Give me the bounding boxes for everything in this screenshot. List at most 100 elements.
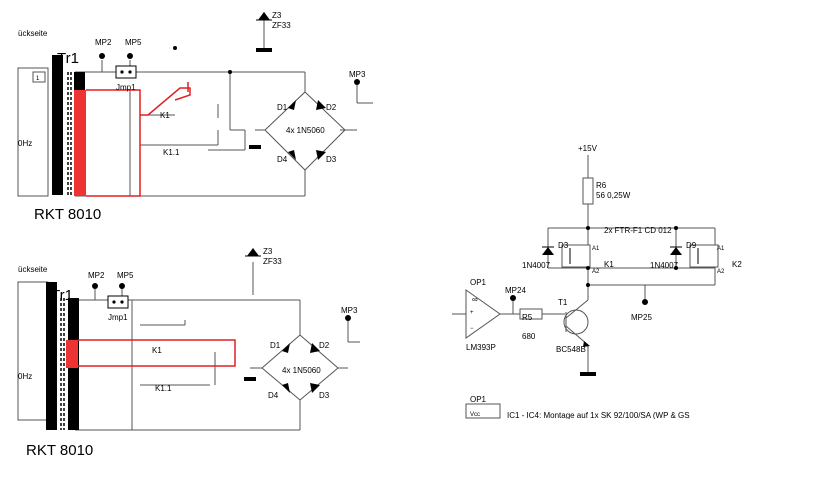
- svg-text:+: +: [470, 310, 474, 316]
- r5-name: R5: [522, 313, 533, 322]
- d3-label: D3: [558, 241, 569, 250]
- t1-transistor: [563, 309, 589, 335]
- top-pin-box: [32, 71, 46, 83]
- bottom-freq-label: 0Hz: [18, 372, 32, 381]
- top-red-path: [86, 89, 141, 197]
- t1-type: BC548B: [556, 345, 586, 354]
- top-bridge-label: 4x 1N5060: [286, 126, 325, 135]
- svg-text:−: −: [470, 326, 474, 332]
- top-freq-label: 0Hz: [18, 139, 32, 148]
- k1-a1-label: A1: [592, 246, 600, 252]
- bottom-connector-box: [17, 281, 49, 421]
- top-transformer-label: Tr1: [57, 50, 79, 67]
- top-mp5-point: [127, 53, 133, 59]
- bottom-transformer-primary: [46, 282, 57, 430]
- bottom-d1-label: D1: [270, 341, 281, 350]
- bottom-k11-label: K1.1: [155, 384, 172, 393]
- bottom-zener-icon: [247, 248, 259, 256]
- d3-diode-icon: [542, 247, 554, 255]
- bottom-zener-type: ZF33: [263, 257, 282, 266]
- op1b-label: OP1: [470, 395, 487, 404]
- top-caption: RKT 8010: [34, 206, 101, 223]
- top-zener-type: ZF33: [272, 21, 291, 30]
- bottom-red-path: [78, 339, 236, 367]
- relay-type: 2x FTR-F1 CD 012: [604, 226, 672, 235]
- bottom-mp5-point: [119, 283, 125, 289]
- top-pin1-label: 1: [36, 76, 40, 82]
- top-mp2-point: [99, 53, 105, 59]
- op1-bottom-box: [465, 403, 501, 419]
- bottom-red-winding: [66, 340, 78, 368]
- top-connector-box: [17, 67, 49, 197]
- top-transformer-primary: [52, 55, 63, 195]
- k1-relay-coil: [561, 244, 591, 268]
- top-rueckseite-label: ückseite: [18, 29, 48, 38]
- op1-label: OP1: [470, 278, 487, 287]
- bottom-jumper: [107, 295, 129, 309]
- bottom-d2-label: D2: [319, 341, 330, 350]
- r6-resistor: [582, 177, 594, 205]
- supply-label: +15V: [578, 144, 598, 153]
- d3-type: 1N4007: [522, 261, 551, 270]
- top-k11-label: K1.1: [163, 148, 180, 157]
- top-zener-icon: [258, 12, 270, 20]
- bottom-bridge-outline: [261, 334, 339, 401]
- bottom-jumper-label: Jmp1: [108, 313, 128, 322]
- top-d3-label: D3: [326, 155, 337, 164]
- right-circuit: [452, 155, 719, 419]
- bottom-k1-label: K1: [152, 346, 162, 355]
- k1-label: K1: [604, 260, 614, 269]
- top-mp5-label: MP5: [125, 38, 142, 47]
- bottom-labels: ückseite Tr1 0Hz MP2 MP5 Jmp1 Z3 ZF33 MP…: [18, 247, 358, 459]
- d9-diode-icon: [670, 247, 682, 255]
- top-zener-name: Z3: [272, 11, 282, 20]
- top-red-winding: [74, 90, 86, 196]
- bottom-mp3-point: [345, 315, 351, 321]
- top-d4-label: D4: [277, 155, 288, 164]
- bottom-mp2-label: MP2: [88, 271, 105, 280]
- k1-a2-label: A2: [592, 269, 600, 275]
- d9-label: D9: [686, 241, 697, 250]
- r5-value: 680: [522, 332, 536, 341]
- bottom-d4-label: D4: [268, 391, 279, 400]
- top-circuit: [17, 12, 373, 197]
- d9-type: 1N4007: [650, 261, 679, 270]
- bottom-mp3-label: MP3: [341, 306, 358, 315]
- r6-name: R6: [596, 181, 607, 190]
- t1-label: T1: [558, 298, 568, 307]
- top-mp3-label: MP3: [349, 70, 366, 79]
- k2-a2-label: A2: [717, 269, 725, 275]
- top-bridge-outline: [264, 91, 346, 171]
- k2-relay-coil: [689, 244, 719, 268]
- k2-a1-label: A1: [717, 246, 725, 252]
- mounting-note: IC1 - IC4: Montage auf 1x SK 92/100/SA (…: [507, 411, 690, 420]
- top-labels: ückseite Tr1 1 0Hz MP2 MP5 Jmp1 Z3 ZF33 …: [18, 11, 366, 223]
- bottom-caption: RKT 8010: [26, 442, 93, 459]
- top-jumper: [115, 65, 137, 79]
- top-d1-label: D1: [277, 103, 288, 112]
- right-labels: +15V R6 56 0,25W 2x FTR-F1 CD 012 D3 1N4…: [466, 144, 742, 420]
- mp24-point: [510, 295, 516, 301]
- mp25-label: MP25: [631, 313, 652, 322]
- bottom-mp2-point: [92, 283, 98, 289]
- bottom-mp5-label: MP5: [117, 271, 134, 280]
- ground-symbol: [580, 372, 596, 376]
- k2-label: K2: [732, 260, 742, 269]
- bottom-bridge-label: 4x 1N5060: [282, 366, 321, 375]
- bottom-transformer-label: Tr1: [51, 287, 73, 304]
- op1-symbol-text: ∞: [472, 295, 478, 304]
- top-mp2-label: MP2: [95, 38, 112, 47]
- bottom-zener-name: Z3: [263, 247, 273, 256]
- bottom-d3-label: D3: [319, 391, 330, 400]
- bottom-rueckseite-label: ückseite: [18, 265, 48, 274]
- mp24-label: MP24: [505, 286, 526, 295]
- op1-part-label: LM393P: [466, 343, 496, 352]
- top-k1-label: K1: [160, 111, 170, 120]
- vcc-label: Vcc: [470, 412, 480, 418]
- r6-value: 56 0,25W: [596, 191, 631, 200]
- mp25-point: [642, 299, 648, 305]
- top-jumper-label: Jmp1: [116, 83, 136, 92]
- top-mp3-point: [354, 79, 360, 85]
